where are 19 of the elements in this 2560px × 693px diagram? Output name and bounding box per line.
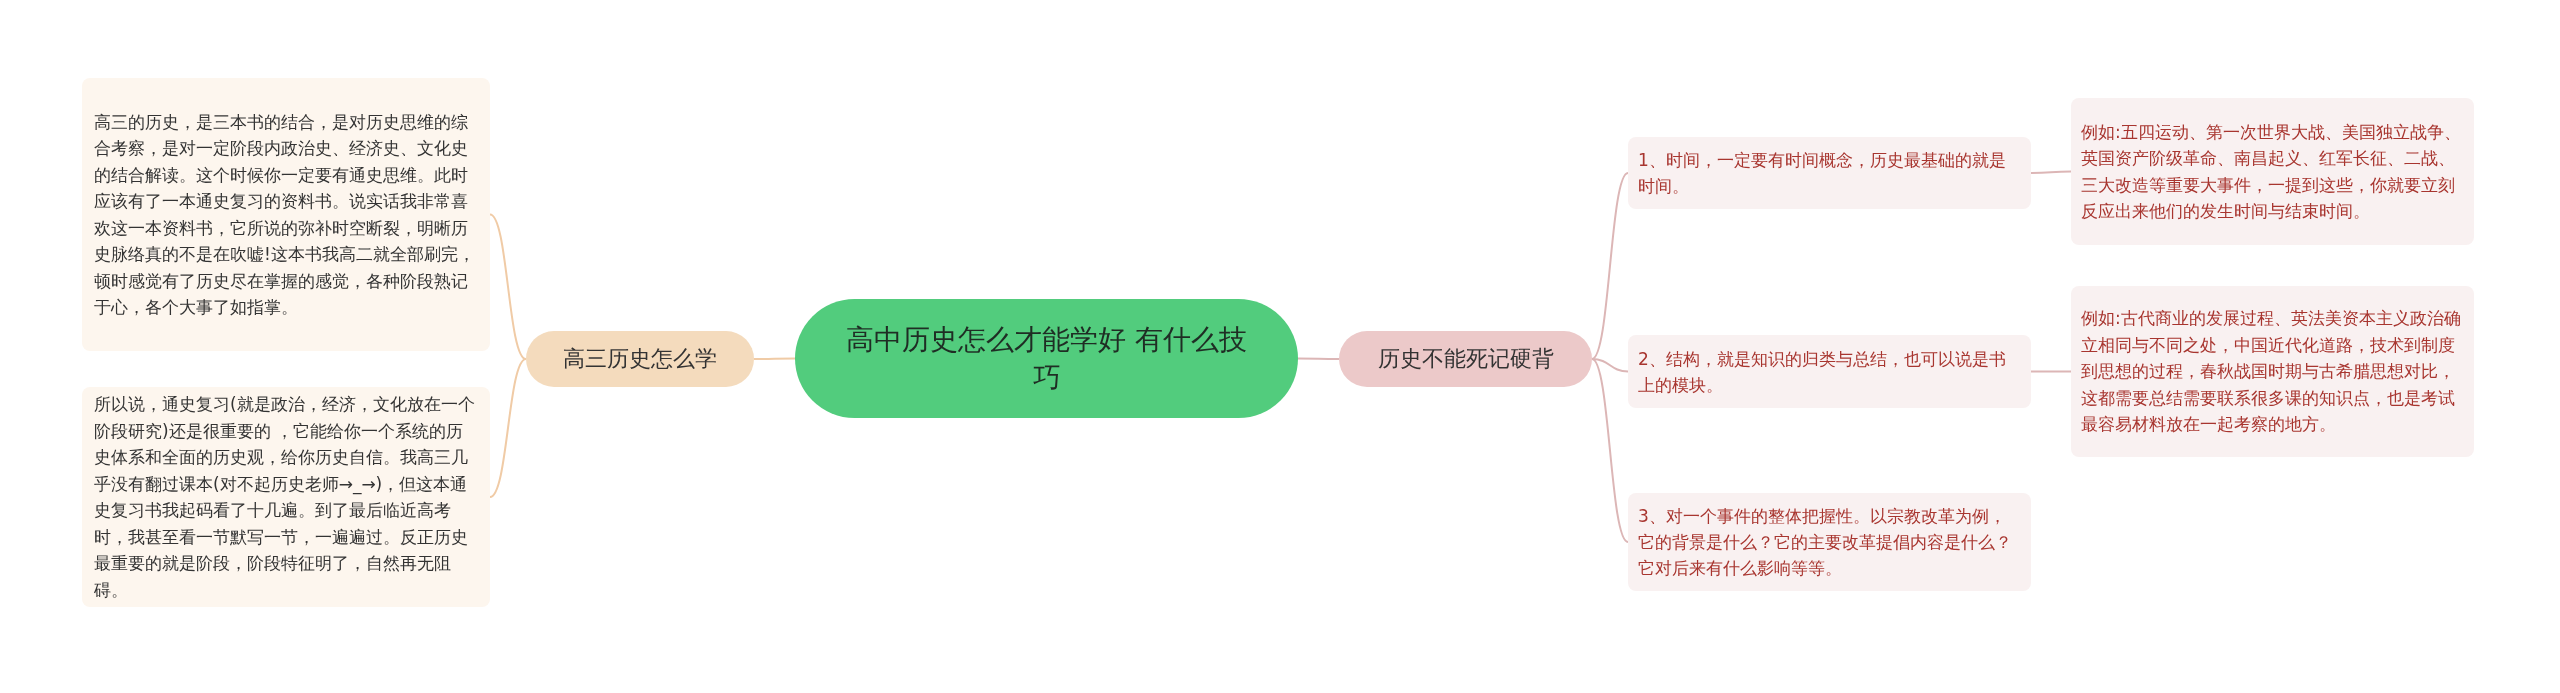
connector <box>1591 358 1629 373</box>
connector <box>489 213 527 360</box>
subtopic-card: 3、对一个事件的整体把握性。以宗教改革为例，它的背景是什么？它的主要改革提倡内容是什么？它对后来有什么影响等等。 <box>1628 493 2031 591</box>
connector <box>1591 358 1629 543</box>
topic-pill: 历史不能死记硬背 <box>1339 331 1592 387</box>
note-card: 高三的历史，是三本书的结合，是对历史思维的综合考察，是对一定阶段内政治史、经济史、文化史的结合解读。这个时候你一定要有通史思维。此时应该有了一本通史复习的资料书。说实话我非常喜欢这一本资料书，它所说的弥补时空断裂，明晰历史脉络真的不是在吹嘘!这本书我高二就全部刷完，顿时感觉有了历史尽在掌握的感觉，各种阶段熟记于心，各个大事了如指掌。 <box>82 78 490 351</box>
connector <box>1297 357 1340 360</box>
connector <box>489 358 527 498</box>
connector <box>2030 170 2072 174</box>
central-topic: 高中历史怎么才能学好 有什么技巧 <box>795 299 1298 418</box>
note-card: 例如:五四运动、第一次世界大战、美国独立战争、英国资产阶级革命、南昌起义、红军长征、二战、三大改造等重要大事件，一提到这些，你就要立刻反应出来他们的发生时间与结束时间。 <box>2071 98 2474 245</box>
subtopic-card: 2、结构，就是知识的归类与总结，也可以说是书上的模块。 <box>1628 335 2031 408</box>
note-card: 所以说，通史复习(就是政治，经济，文化放在一个阶段研究)还是很重要的 ，它能给你一个系统的历史体系和全面的历史观，给你历史自信。我高三几乎没有翻过课本(对不起历史老师→_→)，但这本通史复习书我起码看了十几遍。到了最后临近高考时，我甚至看一节默写一节，一遍遍过。反正历史最重要的就是阶段，阶段特征明了，自然再无阻碍。 <box>82 387 490 607</box>
connector <box>1591 172 1629 360</box>
subtopic-card: 1、时间，一定要有时间概念，历史最基础的就是时间。 <box>1628 137 2031 209</box>
connector <box>753 357 796 360</box>
topic-pill: 高三历史怎么学 <box>526 331 754 387</box>
note-card: 例如:古代商业的发展过程、英法美资本主义政治确立相同与不同之处，中国近代化道路，技术到制度到思想的过程，春秋战国时期与古希腊思想对比，这都需要总结需要联系很多课的知识点，也是考试最容易材料放在一起考察的地方。 <box>2071 286 2474 457</box>
connector <box>2030 370 2072 373</box>
